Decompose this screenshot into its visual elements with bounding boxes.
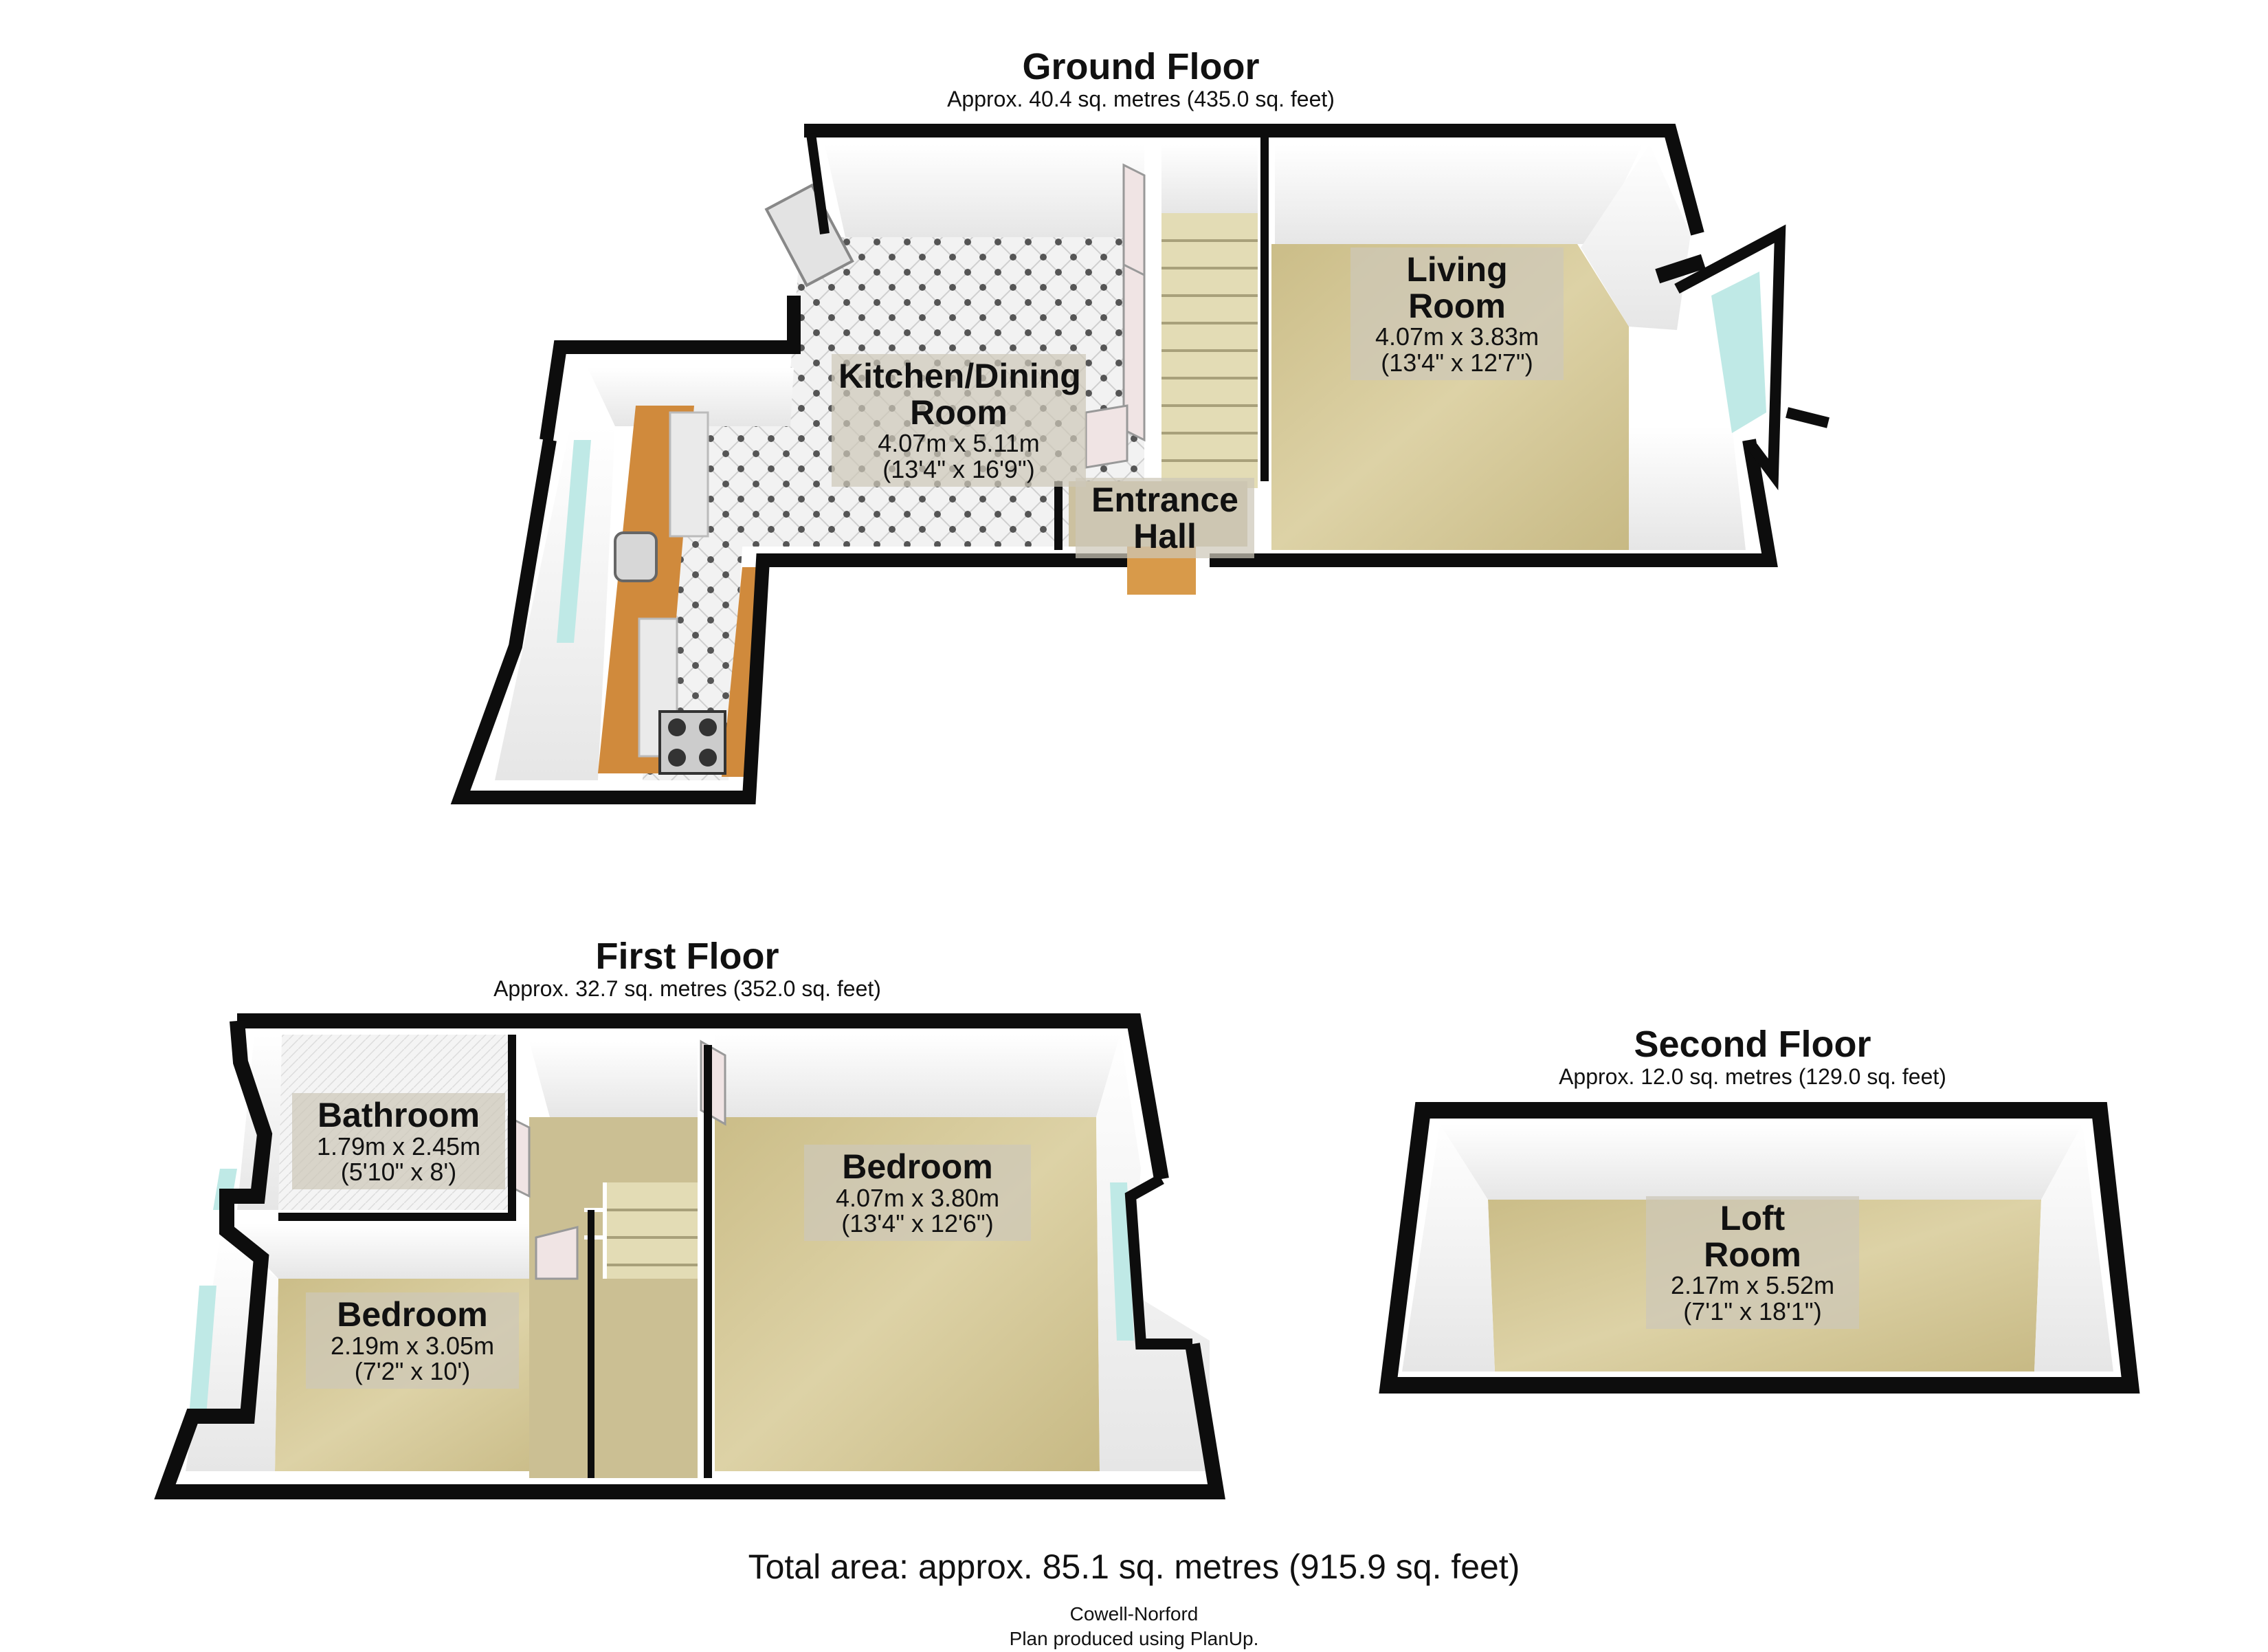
room-label-living: Living Room 4.07m x 3.83m (13'4" x 12'7"… <box>1350 247 1564 380</box>
total-area: Total area: approx. 85.1 sq. metres (915… <box>748 1548 1520 1586</box>
window-glass <box>1711 272 1766 433</box>
living-wall-face <box>1275 144 1643 244</box>
room-label-bathroom: Bathroom 1.79m x 2.45m (5'10" x 8') <box>292 1093 505 1190</box>
room-label-kitchen: Kitchen/Dining Room 4.07m x 5.11m (13'4"… <box>832 354 1086 487</box>
first-floor-heading: First Floor Approx. 32.7 sq. metres (352… <box>412 936 962 1002</box>
fridge-icon <box>764 183 854 287</box>
loft-wall-face <box>1440 1124 2082 1200</box>
floor-title: Second Floor <box>1634 1024 1871 1065</box>
room-name: Entrance Hall <box>1091 481 1238 555</box>
window-glass <box>189 1286 216 1416</box>
room-imperial: (7'1" x 18'1") <box>1683 1297 1822 1325</box>
room-name: Bedroom <box>842 1147 993 1186</box>
second-floor-heading: Second Floor Approx. 12.0 sq. metres (12… <box>1478 1024 2027 1090</box>
ground-floor-heading: Ground Floor Approx. 40.4 sq. metres (43… <box>866 46 1416 112</box>
room-imperial: (13'4" x 16'9") <box>882 454 1035 483</box>
room-name: Bathroom <box>317 1096 480 1134</box>
door-icon <box>1085 404 1129 469</box>
room-name: Loft Room <box>1704 1199 1801 1274</box>
room-label-loft: Loft Room 2.17m x 5.52m (7'1" x 18'1") <box>1646 1196 1859 1329</box>
room-name: Bedroom <box>337 1295 488 1334</box>
loft-wall-face <box>1402 1124 1495 1372</box>
living-wall-face <box>1629 426 1746 550</box>
room-metric: 2.17m x 5.52m <box>1670 1271 1835 1299</box>
kitchen-wall-face <box>495 426 615 780</box>
floor-title: First Floor <box>595 936 779 977</box>
room-metric: 2.19m x 3.05m <box>330 1331 495 1360</box>
room-metric: 4.07m x 3.80m <box>835 1183 1000 1212</box>
room-metric: 4.07m x 5.11m <box>878 429 1040 457</box>
kitchen-cupboard <box>638 617 678 758</box>
room-imperial: (5'10" x 8') <box>340 1158 457 1187</box>
landing-floor <box>529 1117 698 1478</box>
bedroom-large-wall-face <box>1096 1035 1210 1471</box>
door-icon <box>1122 263 1146 442</box>
room-name: Kitchen/Dining Room <box>838 357 1081 432</box>
kitchen-cupboard <box>669 411 709 538</box>
room-name: Living Room <box>1406 250 1508 325</box>
room-metric: 1.79m x 2.45m <box>316 1132 481 1160</box>
loft-walls <box>1379 1102 2140 1394</box>
first-floor-walls <box>154 1013 1225 1499</box>
hob-icon <box>658 710 726 775</box>
first-floor-plan <box>154 1013 1225 1499</box>
room-imperial: (13'4" x 12'6") <box>841 1209 994 1238</box>
floor-area: Approx. 12.0 sq. metres (129.0 sq. feet) <box>1559 1064 1946 1090</box>
room-imperial: (13'4" x 12'7") <box>1381 348 1533 377</box>
room-label-bedroom-large: Bedroom 4.07m x 3.80m (13'4" x 12'6") <box>804 1145 1031 1242</box>
floor-title: Ground Floor <box>1022 46 1260 87</box>
staircase <box>1161 144 1258 488</box>
floor-area: Approx. 40.4 sq. metres (435.0 sq. feet) <box>947 87 1335 112</box>
software-credit: Plan produced using PlanUp. <box>1009 1628 1259 1650</box>
window-glass <box>557 440 591 643</box>
room-label-bedroom-small: Bedroom 2.19m x 3.05m (7'2" x 10') <box>306 1292 519 1389</box>
kitchen-wall-face <box>825 144 1144 237</box>
room-metric: 4.07m x 3.83m <box>1375 322 1539 351</box>
living-wall-face <box>1581 144 1691 330</box>
ground-floor-plan <box>450 124 1830 804</box>
second-floor-plan <box>1379 1102 2140 1394</box>
staircase <box>584 1182 698 1279</box>
sink-icon <box>614 531 658 582</box>
floor-area: Approx. 32.7 sq. metres (352.0 sq. feet) <box>493 976 881 1002</box>
agent-name: Cowell-Norford <box>1069 1603 1199 1625</box>
bedroom-large-wall-face <box>715 1035 1120 1117</box>
loft-wall-face <box>2034 1124 2113 1372</box>
room-label-entrance: Entrance Hall <box>1076 478 1254 558</box>
landing-wall-face <box>529 1042 698 1117</box>
ground-floor-walls <box>450 124 1830 804</box>
door-icon <box>535 1226 579 1280</box>
room-imperial: (7'2" x 10') <box>354 1357 471 1386</box>
plan-credit: Cowell-Norford Plan produced using PlanU… <box>859 1602 1409 1652</box>
bedroom-small-wall-face <box>227 1224 577 1279</box>
